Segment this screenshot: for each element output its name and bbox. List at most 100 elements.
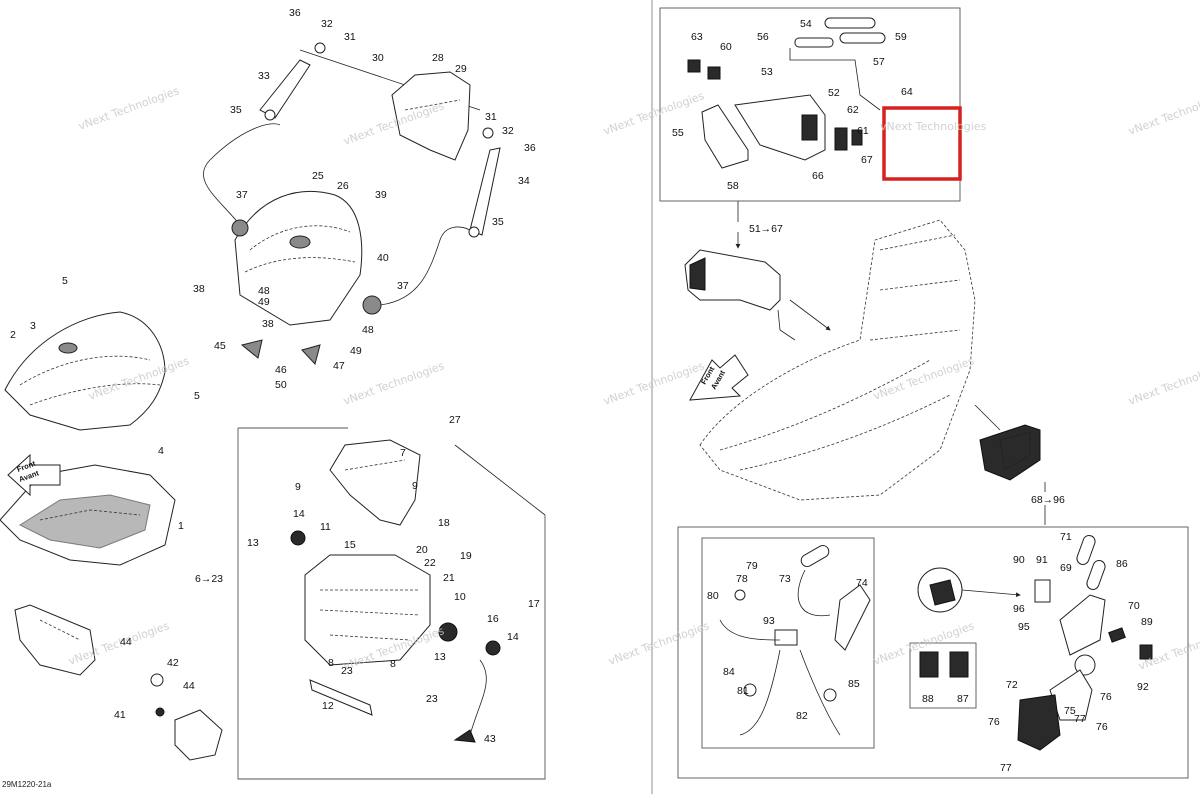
callout: 38 [262,318,274,330]
callout: 1 [178,520,184,532]
callout: 33 [258,70,270,82]
seat-right [699,219,976,501]
callout: 73 [779,573,791,585]
callout: 76 [988,716,1000,728]
callout: 74 [856,577,868,589]
callout: 43 [484,733,496,745]
callout: 88 [922,693,934,705]
callout: 77 [1074,713,1086,725]
callout: 76 [1096,721,1108,733]
callout: 60 [720,41,732,53]
kit-51-67-box [659,7,961,202]
seat-2 [4,311,166,431]
callout: 13 [434,651,446,663]
wiring-sub-box [701,537,875,749]
kit-68-96-box [677,526,1189,779]
svg-text:vNext Technologies: vNext Technologies [607,619,712,668]
callout: 71 [1060,531,1072,543]
callout: 49 [258,296,270,308]
callout: 52 [828,87,840,99]
callout: 58 [727,180,739,192]
watermarks: vNext Technologies vNext Technologies vN… [67,84,1200,673]
callout: 81 [737,685,749,697]
callout: 14 [507,631,519,643]
front-arrow-right [689,354,749,401]
callout: 11 [320,521,331,533]
callout: 92 [1137,681,1149,693]
callout: 32 [321,18,333,30]
callout: 6→23 [195,573,223,585]
callout: 31 [485,111,497,123]
callout: 48 [258,285,270,297]
callout: 39 [375,189,387,201]
callout: 37 [397,280,409,292]
callout: 84 [723,666,735,678]
callout: 95 [1018,621,1030,633]
callout: 16 [487,613,499,625]
callout: 80 [707,590,719,602]
callout: 23 [426,693,438,705]
callout: 28 [432,52,444,64]
callout: 44 [183,680,195,692]
callout: 61 [857,125,869,137]
callout: 35 [230,104,242,116]
callout: 14 [293,508,305,520]
bracket-assembly [14,604,223,761]
callout: 78 [736,573,748,585]
callout: 36 [524,142,536,154]
callout: 25 [312,170,324,182]
callout: 46 [275,364,287,376]
callout: 13 [247,537,259,549]
callout: 49 [350,345,362,357]
callout: 55 [672,127,684,139]
wiring-harness [719,545,969,736]
frame-box [237,427,546,780]
callout: 4 [158,445,164,457]
callout: 45 [214,340,226,352]
callout: 64 [901,86,913,98]
callout: 89 [1141,616,1153,628]
callout: 59 [895,31,907,43]
svg-text:vNext Technologies: vNext Technologies [1127,89,1200,138]
highlight-box [882,106,962,181]
rear-module [974,404,1041,481]
svg-text:vNext Technologies: vNext Technologies [342,359,447,408]
callout: 44 [120,636,132,648]
callout: 21 [443,572,455,584]
callout: 75 [1064,705,1076,717]
svg-text:vNext Technologies: vNext Technologies [602,359,707,408]
grip-kit-2 [917,535,1153,751]
callout: 91 [1036,554,1048,566]
callout: 70 [1128,600,1140,612]
callout: 12 [322,700,334,712]
callout: 8 [390,658,396,670]
callout: 72 [1006,679,1018,691]
backrest-assembly [203,42,501,366]
figure-code: 29M1220-21a [2,780,52,789]
callout: 17 [528,598,540,610]
callout: 30 [372,52,384,64]
callout: 15 [344,539,356,551]
callout: 47 [333,360,345,372]
callout: 87 [957,693,969,705]
callout: 41 [114,709,126,721]
label-sub-box [909,642,977,709]
callout: 77 [1000,762,1012,774]
callout: 96 [1013,603,1025,615]
callout: 9 [412,480,418,492]
callout: 56 [757,31,769,43]
callout: 38 [193,283,205,295]
callout: 57 [873,56,885,68]
callout: 29 [455,63,467,75]
callout: 66 [812,170,824,182]
callout: 19 [460,550,472,562]
callout: 90 [1013,554,1025,566]
callout: 9 [295,481,301,493]
callout: 42 [167,657,179,669]
callout: 27 [449,414,461,426]
callout: 2 [10,329,16,341]
callout: 35 [492,216,504,228]
heated-grip-kit [687,17,886,169]
callout: 68→96 [1031,494,1065,506]
